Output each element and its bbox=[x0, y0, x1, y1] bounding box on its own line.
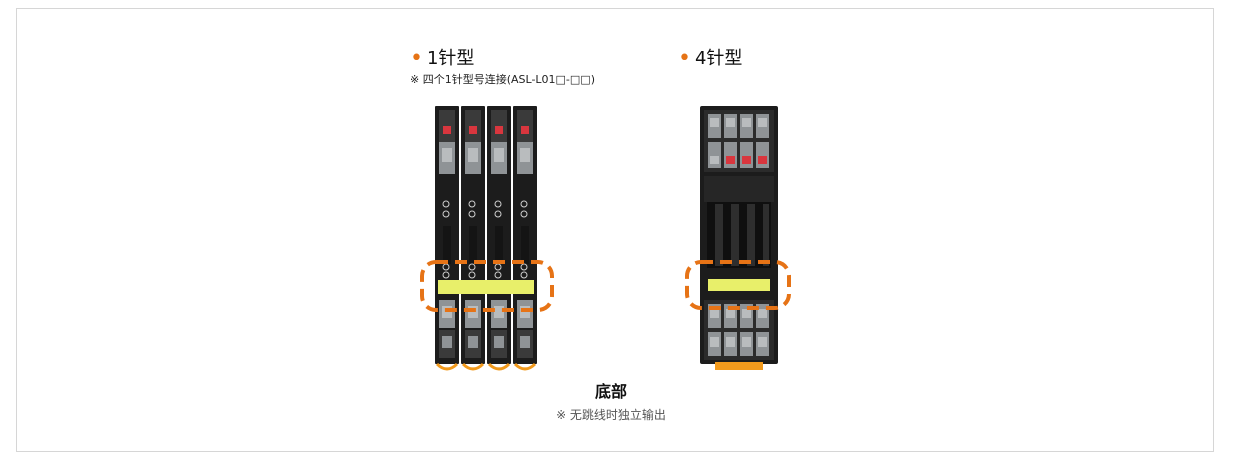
relay-slat bbox=[763, 204, 769, 266]
release-tab bbox=[710, 156, 719, 164]
terminal-mark bbox=[442, 200, 450, 208]
release-tab bbox=[469, 126, 477, 134]
base-clip bbox=[715, 362, 763, 370]
release-tab bbox=[495, 126, 503, 134]
caption-title: 底部 bbox=[594, 382, 627, 401]
relay-slot bbox=[469, 226, 477, 264]
bullet-dot-icon: • bbox=[678, 46, 691, 71]
terminal-mark bbox=[494, 200, 502, 208]
content-frame bbox=[16, 8, 1214, 452]
relay-slat bbox=[747, 204, 755, 266]
terminal-mark bbox=[520, 271, 528, 279]
terminal-screw bbox=[758, 337, 767, 347]
release-tab bbox=[443, 126, 451, 134]
terminal-screw bbox=[742, 337, 751, 347]
terminal-screw bbox=[710, 309, 719, 318]
release-tab bbox=[742, 156, 751, 164]
label-strip bbox=[708, 279, 770, 291]
right-heading-text: 4针型 bbox=[694, 48, 743, 69]
relay-4pin-image bbox=[685, 106, 791, 370]
label-strip bbox=[438, 280, 534, 294]
relay-slat bbox=[715, 204, 723, 266]
terminal-screw bbox=[442, 148, 452, 162]
terminal-screw bbox=[726, 309, 735, 318]
terminal-mark bbox=[442, 210, 450, 218]
top-terminal bbox=[724, 142, 737, 168]
top-terminal bbox=[708, 142, 721, 168]
terminal-mark bbox=[468, 200, 476, 208]
caption-note: ※ 无跳线时独立输出 bbox=[556, 408, 666, 422]
terminal-mark bbox=[494, 271, 502, 279]
terminal-screw bbox=[494, 148, 504, 162]
base-clip bbox=[487, 362, 511, 371]
terminal-screw bbox=[726, 337, 735, 347]
terminal-screw bbox=[758, 118, 767, 127]
terminal-mark bbox=[468, 210, 476, 218]
base-clip bbox=[435, 362, 459, 371]
top-terminal bbox=[740, 142, 753, 168]
relay-slat bbox=[731, 204, 739, 266]
release-tab bbox=[521, 126, 529, 134]
terminal-mark bbox=[520, 210, 528, 218]
release-tab bbox=[758, 156, 767, 164]
terminal-mark bbox=[468, 263, 476, 271]
left-heading: •1针型 bbox=[410, 44, 474, 71]
terminal-screw bbox=[520, 336, 530, 348]
relay-slot bbox=[495, 226, 503, 264]
terminal-mark bbox=[494, 210, 502, 218]
terminal-mark bbox=[442, 271, 450, 279]
terminal-screw bbox=[442, 336, 452, 348]
base-clip bbox=[461, 362, 485, 371]
terminal-screw bbox=[710, 337, 719, 347]
terminal-mark bbox=[520, 200, 528, 208]
dashed-highlight-icon bbox=[420, 260, 554, 312]
relay-slot bbox=[521, 226, 529, 264]
right-heading: •4针型 bbox=[678, 44, 742, 71]
bullet-dot-icon: • bbox=[410, 46, 423, 71]
relay-slot bbox=[443, 226, 451, 264]
terminal-screw bbox=[742, 309, 751, 318]
left-heading-text: 1针型 bbox=[426, 48, 475, 69]
terminal-screw bbox=[758, 309, 767, 318]
terminal-screw bbox=[520, 148, 530, 162]
terminal-screw bbox=[494, 336, 504, 348]
top-terminal bbox=[756, 142, 769, 168]
terminal-screw bbox=[494, 306, 504, 318]
terminal-screw bbox=[468, 336, 478, 348]
relay-1pin-image bbox=[420, 106, 554, 371]
terminal-screw bbox=[468, 148, 478, 162]
terminal-mark bbox=[468, 271, 476, 279]
terminal-screw bbox=[726, 118, 735, 127]
left-note: ※ 四个1针型号连接(ASL-L01□-□□) bbox=[410, 73, 595, 86]
release-tab bbox=[726, 156, 735, 164]
terminal-screw bbox=[710, 118, 719, 127]
dashed-highlight-icon bbox=[685, 260, 791, 310]
base-clip bbox=[513, 362, 537, 371]
terminal-screw bbox=[742, 118, 751, 127]
middle-body bbox=[704, 176, 774, 202]
